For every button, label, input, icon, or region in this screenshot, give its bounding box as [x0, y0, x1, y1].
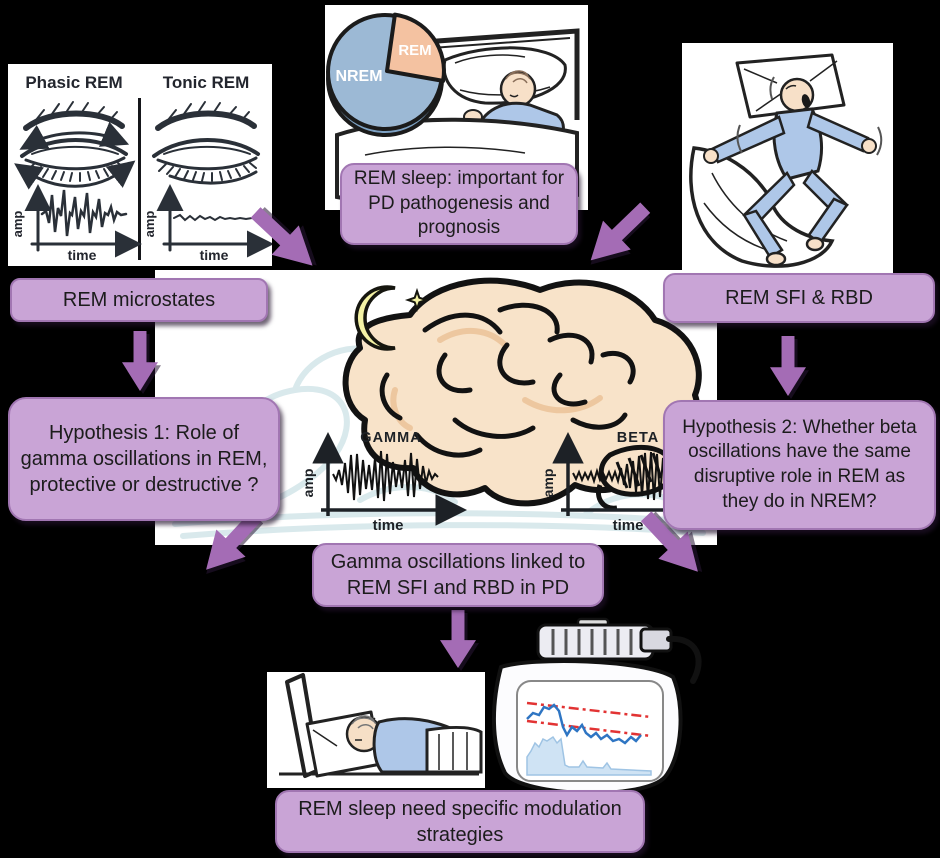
gamma-label: GAMMA — [360, 430, 421, 446]
motion-lines — [736, 76, 883, 156]
pie-chart: NREM REM — [326, 12, 446, 137]
time-label: time — [613, 517, 644, 534]
device-cable — [666, 635, 702, 684]
amp-label: amp — [10, 211, 25, 238]
arrow-finding-to-conclusion — [440, 610, 479, 671]
tonic-title: Tonic REM — [163, 73, 250, 92]
phasic-tonic-illustration: Phasic REM Tonic REM amp time — [10, 73, 272, 263]
tonic-waveform — [173, 213, 259, 222]
box-hypothesis-2: Hypothesis 2: Whether beta oscillations … — [663, 400, 936, 530]
phasic-title: Phasic REM — [25, 73, 122, 92]
sleeper-head — [499, 70, 537, 108]
rbd-left-arm — [710, 115, 786, 164]
lfp-signal — [526, 703, 642, 745]
box-conclusion: REM sleep need specific modulation strat… — [275, 790, 645, 853]
nrem-label: NREM — [335, 68, 382, 85]
arrow-top-to-rbd — [577, 193, 659, 275]
amp-label: amp — [540, 469, 556, 498]
panel-rem-microstates-illustration: Phasic REM Tonic REM amp time — [8, 64, 272, 266]
arrow-rbd-to-hypothesis2 — [770, 336, 809, 399]
signal-plot — [526, 701, 652, 776]
power-area-chart — [526, 735, 652, 776]
rbd-head — [779, 77, 815, 113]
pie-rem-slice — [385, 12, 446, 83]
beta-waveform — [572, 451, 679, 501]
phasic-waveform — [40, 189, 128, 237]
rem-label: REM — [398, 42, 431, 59]
gamma-graph: GAMMA amp time — [300, 430, 467, 534]
panel-rbd — [682, 43, 893, 273]
time-label: time — [373, 517, 404, 534]
box-rem-sfi-rbd: REM SFI & RBD — [663, 273, 935, 323]
blanket — [425, 725, 483, 774]
time-label: time — [200, 247, 229, 263]
box-rem-important: REM sleep: important for PD pathogenesis… — [340, 163, 578, 245]
amp-label: amp — [142, 211, 157, 238]
star-icon — [404, 287, 430, 313]
moon-icon — [354, 285, 396, 351]
gamma-waveform — [332, 450, 439, 502]
arrow-microstates-to-hypothesis1 — [122, 331, 161, 394]
tonic-eye-illustration: amp time — [142, 101, 272, 263]
panel-divider — [138, 98, 141, 260]
amp-label: amp — [300, 469, 316, 498]
rbd-legs — [742, 169, 849, 267]
rbd-person-illustration — [689, 53, 883, 268]
box-hypothesis-1: Hypothesis 1: Role of gamma oscillations… — [8, 397, 280, 521]
time-label: time — [68, 247, 97, 263]
beta-label: BETA — [617, 430, 659, 446]
panel-modulation-bed — [267, 672, 485, 788]
dbs-device-illustration — [483, 615, 705, 805]
box-finding: Gamma oscillations linked to REM SFI and… — [312, 543, 604, 607]
box-rem-microstates: REM microstates — [10, 278, 268, 322]
device-header — [536, 623, 655, 661]
brainstem — [596, 484, 618, 511]
modulation-sleeper-illustration — [279, 673, 483, 778]
phasic-eye-illustration: amp time — [10, 101, 142, 263]
